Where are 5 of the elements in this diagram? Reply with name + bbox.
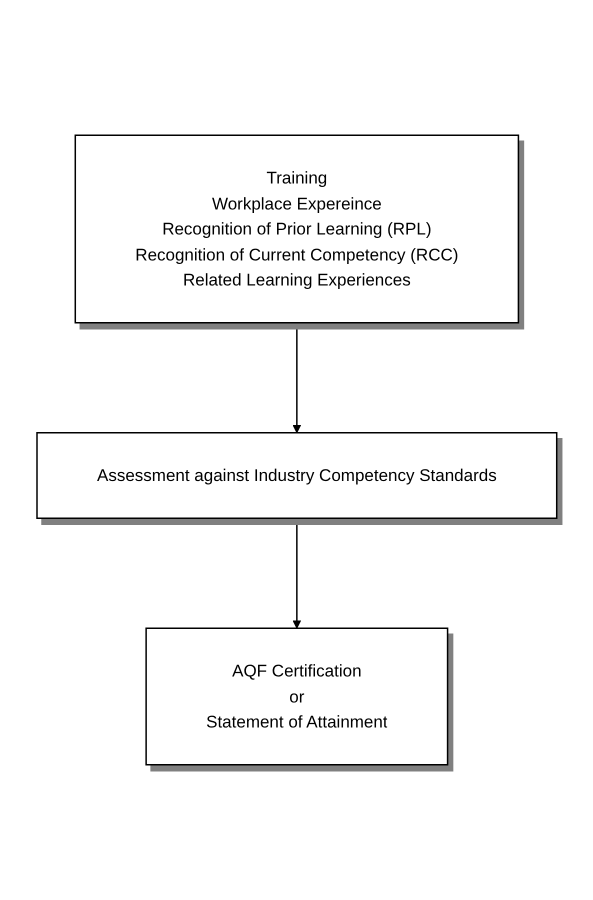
node-box: Training Workplace Expereince Recognition of Prior Learning (RPL) Recognition of Current Competency (RCC) Related Learning Experiences xyxy=(74,134,519,324)
node-box: Assessment against Industry Competency Standards xyxy=(36,432,558,519)
node-box: AQF Certification or Statement of Attainment xyxy=(145,628,448,766)
arrow xyxy=(292,322,301,434)
arrow xyxy=(292,518,301,629)
